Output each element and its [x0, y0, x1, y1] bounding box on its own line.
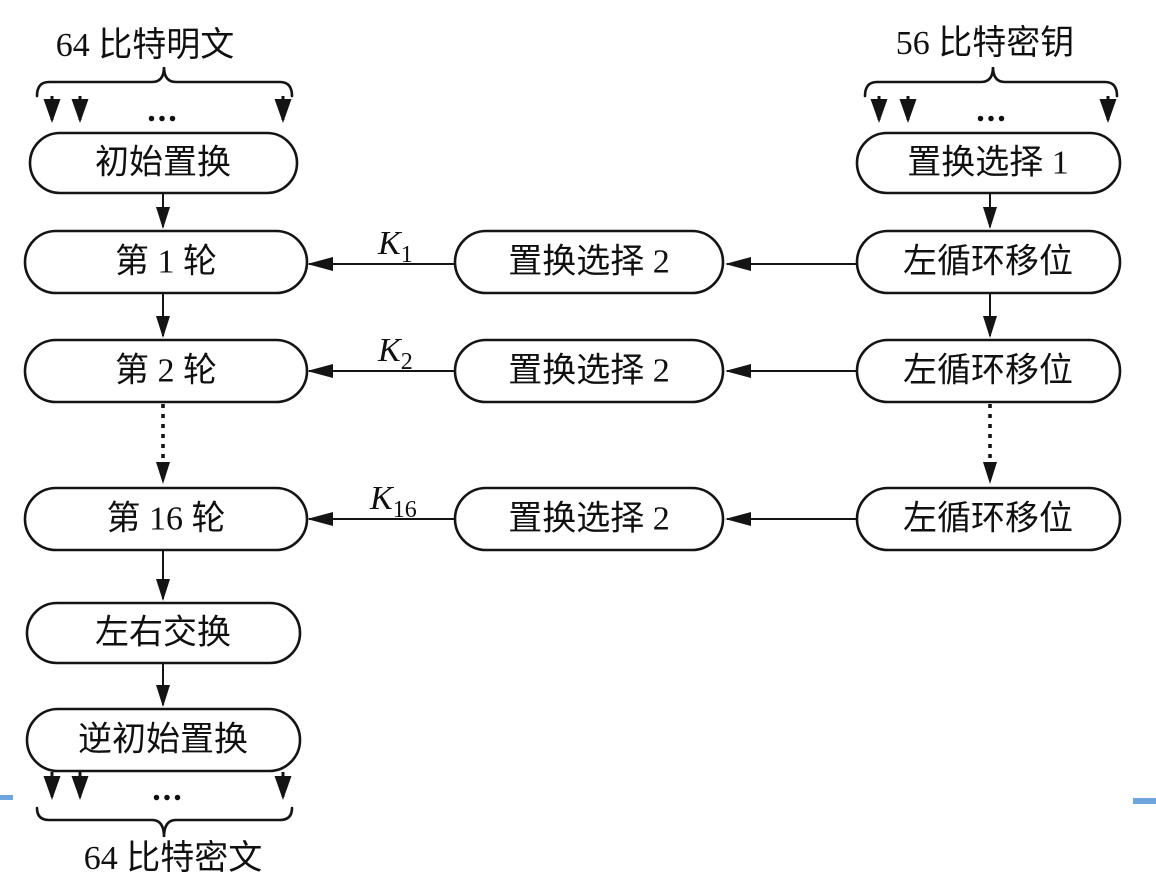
node-shape	[855, 229, 1122, 295]
node-left-shift-row2: 左循环移位	[855, 338, 1122, 404]
node-label: 置换选择 2	[508, 500, 670, 538]
key-label: 56 比特密钥	[896, 24, 1075, 62]
node-inverse-initial-permutation: 逆初始置换	[25, 707, 302, 773]
node-label: 置换选择 2	[508, 352, 670, 390]
node-shape	[25, 707, 302, 773]
plaintext-brace	[35, 66, 294, 98]
k1-label: K1	[377, 225, 413, 268]
key-bit-arrows: ...	[870, 92, 1117, 129]
key-brace	[863, 66, 1119, 98]
node-label: 逆初始置换	[78, 721, 248, 759]
k2-subscript: 2	[401, 349, 413, 375]
k2-label: K2	[377, 332, 413, 375]
ellipsis: ...	[147, 92, 179, 129]
ellipsis: ...	[976, 92, 1008, 129]
k16-subscript: 16	[393, 497, 417, 523]
node-left-shift-row3: 左循环移位	[855, 486, 1122, 552]
accent-dash-left	[0, 795, 13, 800]
node-label: 置换选择 1	[907, 144, 1069, 182]
node-round-1: 第 1 轮	[23, 229, 309, 295]
k16-base: K	[369, 480, 395, 517]
node-initial-permutation: 初始置换	[28, 131, 299, 195]
plaintext-label: 64 比特明文	[56, 26, 235, 64]
node-permuted-choice-2-row1: 置换选择 2	[453, 229, 725, 295]
k2-base: K	[377, 332, 403, 369]
node-shape	[453, 229, 725, 295]
node-label: 初始置换	[95, 144, 231, 182]
node-round-2: 第 2 轮	[23, 338, 309, 404]
ciphertext-brace	[35, 806, 294, 838]
ciphertext-bit-arrows: ...	[43, 771, 292, 808]
node-permuted-choice-2-row2: 置换选择 2	[453, 338, 725, 404]
node-label: 左右交换	[95, 614, 231, 652]
ciphertext-label: 64 比特密文	[84, 839, 263, 877]
node-swap-halves: 左右交换	[25, 601, 302, 665]
node-label: 左循环移位	[903, 500, 1073, 538]
node-label: 第 2 轮	[115, 352, 217, 390]
ellipsis: ...	[152, 771, 184, 808]
node-left-shift-row1: 左循环移位	[855, 229, 1122, 295]
node-label: 左循环移位	[903, 243, 1073, 281]
k1-base: K	[377, 225, 403, 262]
k16-label: K16	[369, 480, 417, 523]
node-round-16: 第 16 轮	[23, 486, 309, 552]
node-shape	[855, 131, 1122, 195]
node-permuted-choice-2-row3: 置换选择 2	[453, 486, 725, 552]
node-label: 置换选择 2	[508, 243, 670, 281]
node-permuted-choice-1: 置换选择 1	[855, 131, 1122, 195]
node-label: 第 1 轮	[115, 243, 217, 281]
node-label: 左循环移位	[903, 352, 1073, 390]
plaintext-bit-arrows: ...	[43, 92, 292, 129]
k1-subscript: 1	[401, 242, 413, 268]
accent-dash-right	[1133, 798, 1156, 804]
node-label: 第 16 轮	[107, 500, 226, 538]
